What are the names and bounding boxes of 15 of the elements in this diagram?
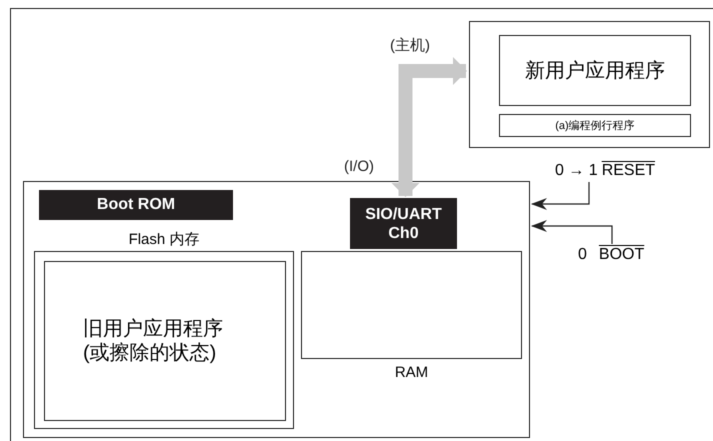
signal-name: RESET xyxy=(602,162,656,180)
arrow xyxy=(531,220,613,244)
signal-value: 0 → 1 xyxy=(555,162,598,180)
signal-name: BOOT xyxy=(598,246,644,264)
port-label: (主机) xyxy=(390,36,430,55)
signal-value: 0 xyxy=(578,246,587,264)
arrow xyxy=(531,182,590,210)
program-box: 旧用户应用程序(或擦除的状态) xyxy=(44,261,286,421)
memory-label: Flash 内存 xyxy=(128,230,200,249)
rom-bar: Boot ROM xyxy=(39,190,233,220)
port-label: (I/O) xyxy=(344,157,374,176)
memory-label: RAM xyxy=(394,364,430,381)
routine-box: (a)编程例行程序 xyxy=(499,114,691,137)
program-box: 新用户应用程序 xyxy=(499,35,691,106)
data-flow-arrow xyxy=(392,57,467,197)
